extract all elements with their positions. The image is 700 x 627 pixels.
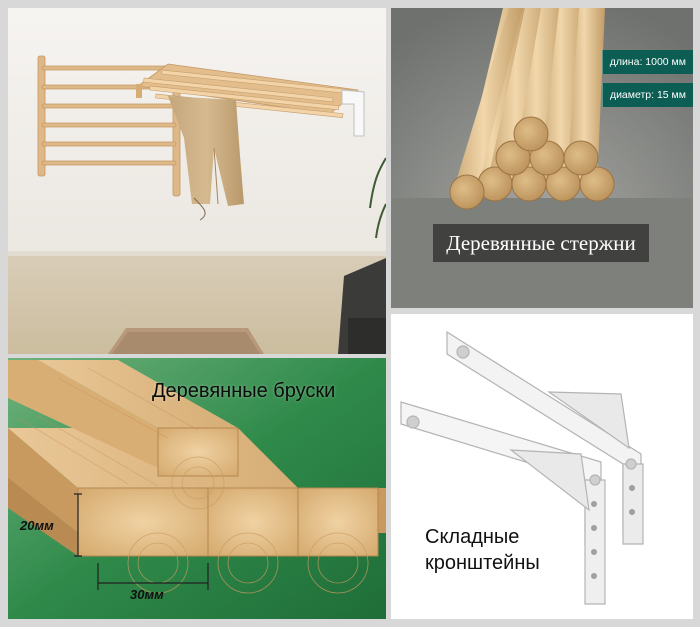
drying-rack-illustration [8,8,386,354]
folding-brackets-illustration [400,330,644,605]
brackets-caption: Складные кронштейны [425,526,540,574]
rods-caption: Деревянные стержни [433,224,649,262]
beam-width-label: 30мм [130,587,164,602]
wooden-rods-photo: длина: 1000 мм диаметр: 15 мм Деревянные… [391,8,693,308]
wooden-beams-photo: Деревянные бруски 20мм 30мм [8,358,386,619]
beam-height-label: 20мм [20,518,54,533]
wooden-beams-illustration [8,358,386,619]
folding-brackets-photo: Складные кронштейны [391,314,693,619]
beams-caption: Деревянные бруски [152,380,336,402]
rod-length-badge: длина: 1000 мм [601,50,693,74]
rod-diameter-badge: диаметр: 15 мм [601,83,693,107]
drying-rack-photo [8,8,386,354]
